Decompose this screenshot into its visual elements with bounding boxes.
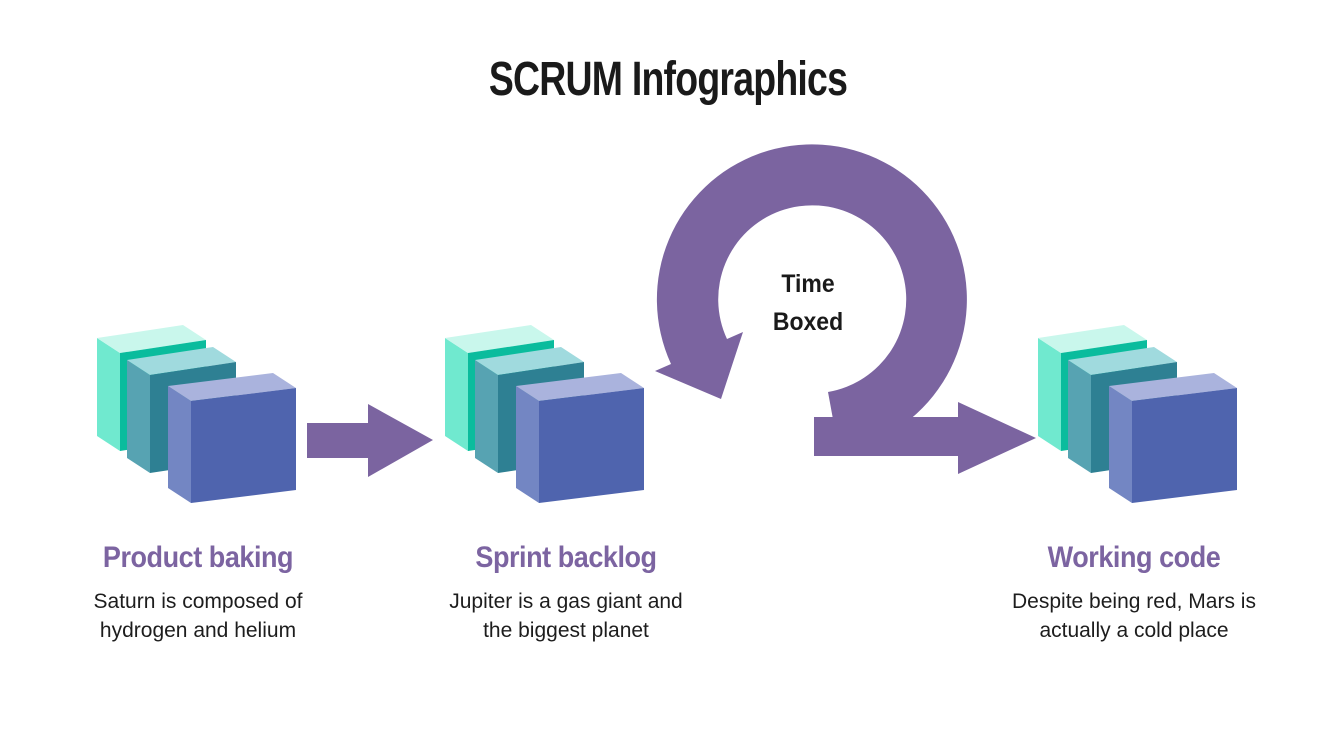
step-label: Sprint backlog [475,541,657,574]
right-arrow-icon-2 [814,402,1036,474]
right-arrow-icon-1 [307,404,433,477]
step-product-baking: Product baking Saturn is composed of hyd… [33,541,363,645]
slide-title: SCRUM Infographics [488,53,848,106]
stacked-cubes-icon-step1 [97,325,296,503]
step-label: Working code [1047,541,1221,574]
step-label: Product baking [102,541,294,574]
step-sprint-backlog: Sprint backlog Jupiter is a gas giant an… [401,541,731,645]
step-caption: Saturn is composed of hydrogen and heliu… [93,590,303,642]
time-boxed-loop-arrow-icon [655,144,967,452]
step-working-code: Working code Despite being red, Mars is … [969,541,1299,645]
step-caption: Despite being red, Mars is actually a co… [1012,590,1256,642]
stacked-cubes-icon-step3 [1038,325,1237,503]
loop-label: Time Boxed [772,270,844,336]
step-caption: Jupiter is a gas giant and the biggest p… [449,590,683,642]
stacked-cubes-icon-step2 [445,325,644,503]
